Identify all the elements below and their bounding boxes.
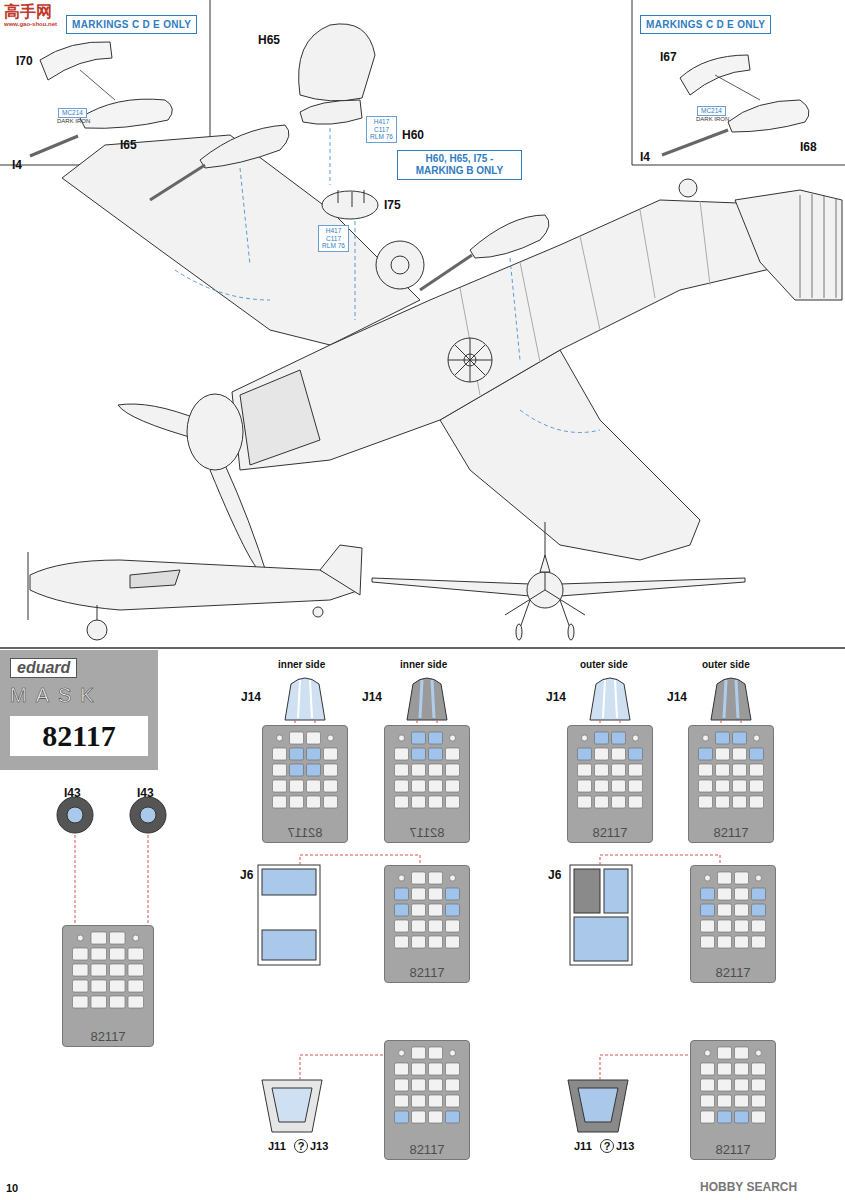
- part-number: I67: [660, 50, 677, 64]
- color-callout: MC214DARK IRON: [697, 106, 726, 116]
- part-number: J14: [362, 690, 382, 704]
- note-text: MARKINGS C D E ONLY: [646, 18, 765, 31]
- part-number: I43: [137, 786, 154, 800]
- sheet-number: 82117: [263, 825, 347, 840]
- part-number: I75: [384, 198, 401, 212]
- marking-note: H60, H65, I75 - MARKING B ONLY: [397, 150, 522, 180]
- mask-sheet: 82117: [688, 725, 774, 843]
- mask-cutouts: [568, 726, 652, 842]
- part-number: H60: [402, 128, 424, 142]
- note-text: MC214: [62, 109, 83, 117]
- watermark: 高手网: [4, 2, 52, 21]
- part-number: J14: [667, 690, 687, 704]
- part-number: I70: [16, 54, 33, 68]
- logo-text: MASK: [10, 684, 103, 706]
- part-number: I43: [64, 786, 81, 800]
- mask-sheet: 82117: [384, 865, 470, 983]
- side-label: outer side: [580, 659, 628, 671]
- question-mark: ?: [600, 1139, 614, 1153]
- side-label: inner side: [278, 659, 325, 671]
- page-number: 10: [6, 1182, 18, 1195]
- note-text: DARK IRON: [696, 115, 729, 123]
- mask-cutouts: [263, 726, 347, 842]
- mask-cutouts: [689, 726, 773, 842]
- mask-sheet: 82117: [567, 725, 653, 843]
- logo-text: eduard: [10, 658, 77, 678]
- marking-note: MARKINGS C D E ONLY: [640, 15, 771, 34]
- mask-sheet: 82117: [690, 1040, 776, 1160]
- part-number: J14: [241, 690, 261, 704]
- color-callout: H417 C117 RLM 76: [366, 116, 397, 143]
- note-text: H417 C117 RLM 76: [369, 118, 394, 141]
- watermark: www.gao-shou.net: [4, 21, 57, 28]
- note-text: MC214: [701, 107, 722, 115]
- part-number: I4: [640, 150, 650, 164]
- mask-sheet: 82117: [690, 865, 776, 983]
- marking-note: MARKINGS C D E ONLY: [66, 15, 197, 34]
- sheet-number: 82117: [691, 1142, 775, 1157]
- part-number: I68: [800, 140, 817, 154]
- mask-cutouts: [63, 926, 153, 1046]
- part-number: J11: [574, 1140, 592, 1153]
- sheet-number: 82117: [385, 965, 469, 980]
- mask-cutouts: [385, 726, 469, 842]
- part-number: J14: [546, 690, 566, 704]
- mask-logo: eduardMASK 82117: [0, 650, 158, 770]
- note-text: H60, H65, I75 - MARKING B ONLY: [403, 153, 516, 177]
- sheet-number: 82117: [691, 965, 775, 980]
- sheet-number: 82117: [63, 1029, 153, 1044]
- mask-cutouts: [385, 866, 469, 982]
- logo-text: 82117: [10, 716, 148, 756]
- part-number: J11: [268, 1140, 286, 1153]
- part-number: J13: [616, 1140, 634, 1153]
- mask-sheet: 82117: [262, 725, 348, 843]
- mask-sheet: 82117: [62, 925, 154, 1047]
- watermark: HOBBY SEARCH: [700, 1180, 797, 1194]
- question-mark: ?: [294, 1139, 308, 1153]
- part-number: J6: [240, 868, 253, 882]
- color-callout: MC214DARK IRON: [58, 108, 87, 118]
- mask-sheet: 82117: [384, 725, 470, 843]
- note-text: DARK IRON: [57, 117, 90, 125]
- mask-sheet: 82117: [384, 1040, 470, 1160]
- mask-cutouts: [691, 866, 775, 982]
- note-text: MARKINGS C D E ONLY: [72, 18, 191, 31]
- part-number: H65: [258, 33, 280, 47]
- side-label: inner side: [400, 659, 447, 671]
- mask-cutouts: [385, 1041, 469, 1159]
- part-number: J13: [310, 1140, 328, 1153]
- sheet-number: 82117: [689, 825, 773, 840]
- color-callout: H417 C117 RLM 76: [318, 225, 349, 252]
- sheet-number: 82117: [385, 825, 469, 840]
- part-number: I4: [12, 158, 22, 172]
- mask-cutouts: [691, 1041, 775, 1159]
- side-label: outer side: [702, 659, 750, 671]
- part-number: I65: [120, 138, 137, 152]
- note-text: H417 C117 RLM 76: [321, 227, 346, 250]
- part-number: J6: [548, 868, 561, 882]
- sheet-number: 82117: [568, 825, 652, 840]
- sheet-number: 82117: [385, 1142, 469, 1157]
